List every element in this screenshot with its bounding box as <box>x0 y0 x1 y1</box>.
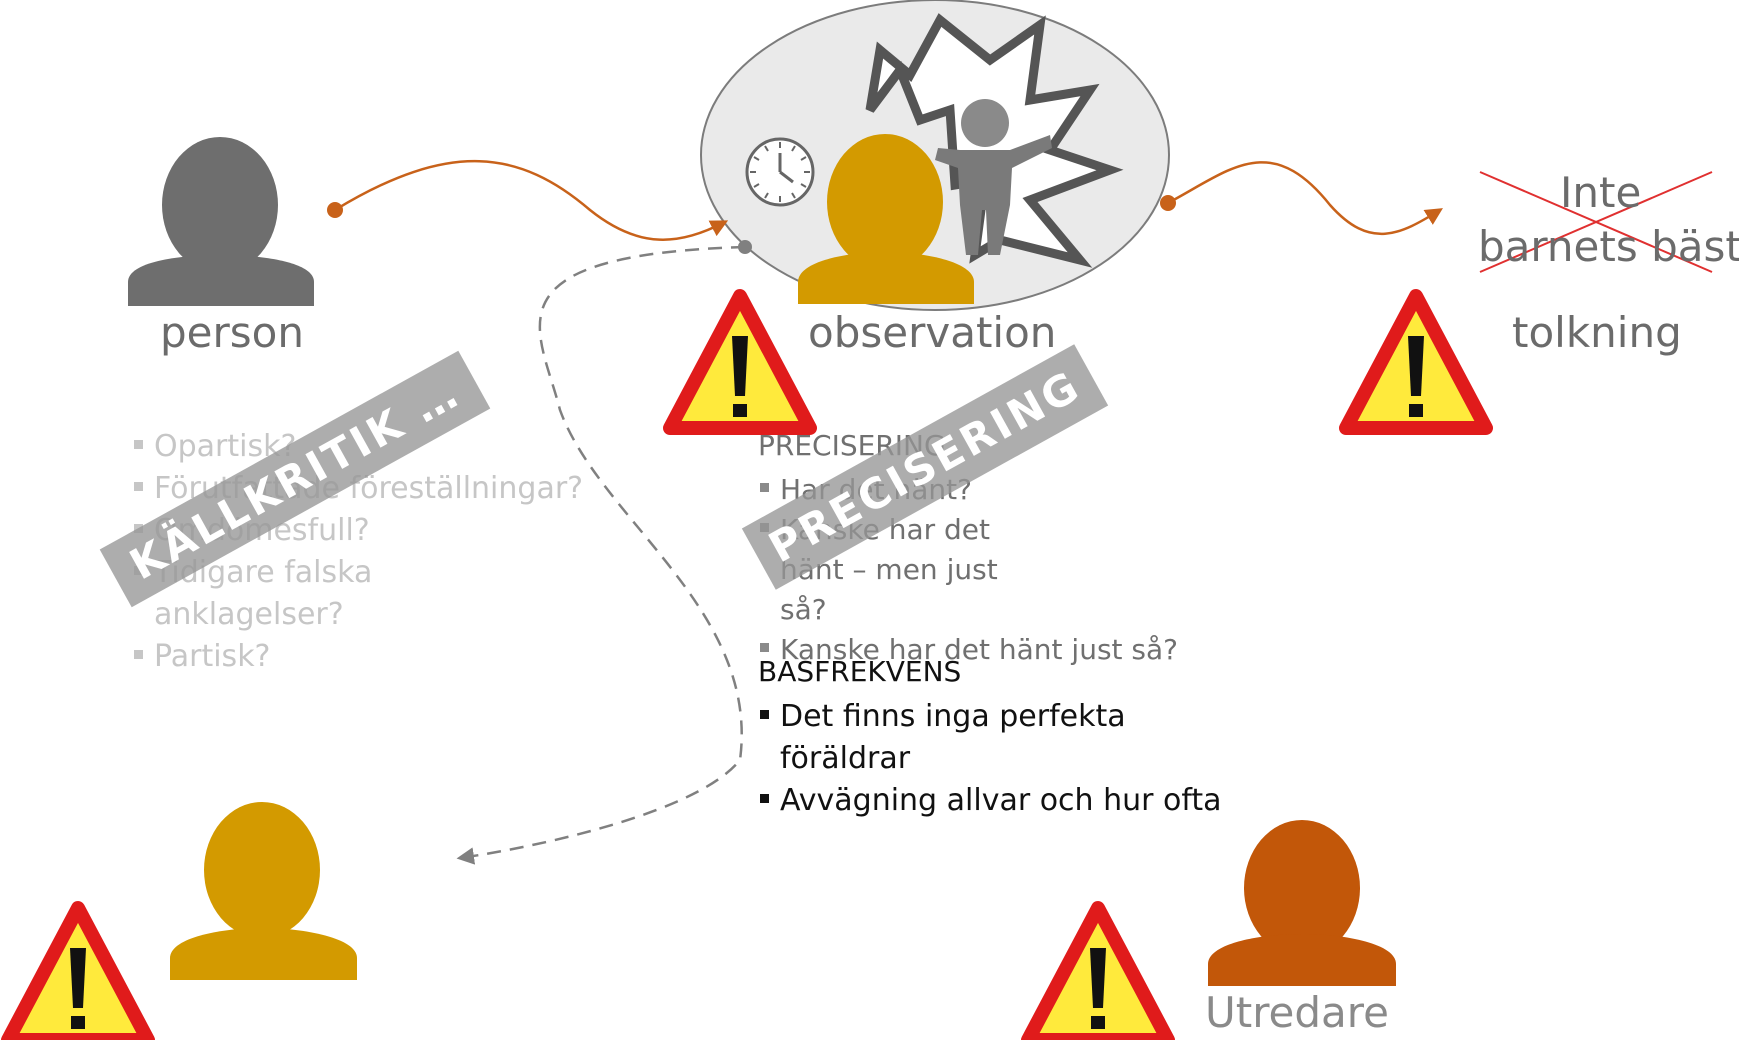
observation-label: observation <box>808 308 1057 357</box>
warning-triangle-icon <box>1028 908 1168 1040</box>
investigator-silhouette-icon <box>1208 820 1396 986</box>
observation-scene <box>700 0 1170 311</box>
tolkning-label: tolkning <box>1512 308 1682 357</box>
warning-triangle-icon <box>1346 296 1486 428</box>
interpretation-cross-out <box>1479 171 1713 273</box>
warning-triangle-icon <box>8 908 148 1040</box>
warning-triangle-icon <box>670 296 810 428</box>
child-figure-icon <box>935 99 1052 255</box>
person-label: person <box>160 308 304 357</box>
list-item: Partisk? <box>132 636 552 678</box>
interpretation-line1: Inte <box>1560 168 1642 217</box>
utredare-label: Utredare <box>1205 988 1389 1037</box>
interpretation-line2: barnets bästa <box>1478 222 1739 271</box>
list-item: Kanske har det hänt just så? <box>758 630 1178 670</box>
feedback-dashed-arrow <box>456 240 752 865</box>
kallkritik-list: Opartisk? Förutfattade föreställningar? … <box>132 426 583 678</box>
observer-silhouette-icon <box>798 134 974 304</box>
list-item: Avvägning allvar och hur ofta <box>758 780 1222 822</box>
person-to-observation-arrow <box>327 160 729 241</box>
witness-silhouette-icon <box>170 802 357 980</box>
person-silhouette-icon <box>128 137 314 306</box>
basfrekvens-list: Det finns inga perfekta föräldrar Avvägn… <box>758 696 1222 822</box>
clock-icon <box>745 137 815 207</box>
basfrekvens-heading: BASFREKVENS <box>758 655 962 688</box>
list-item: Det finns inga perfekta föräldrar <box>758 696 1140 780</box>
observation-to-interpretation-arrow <box>1160 161 1443 235</box>
